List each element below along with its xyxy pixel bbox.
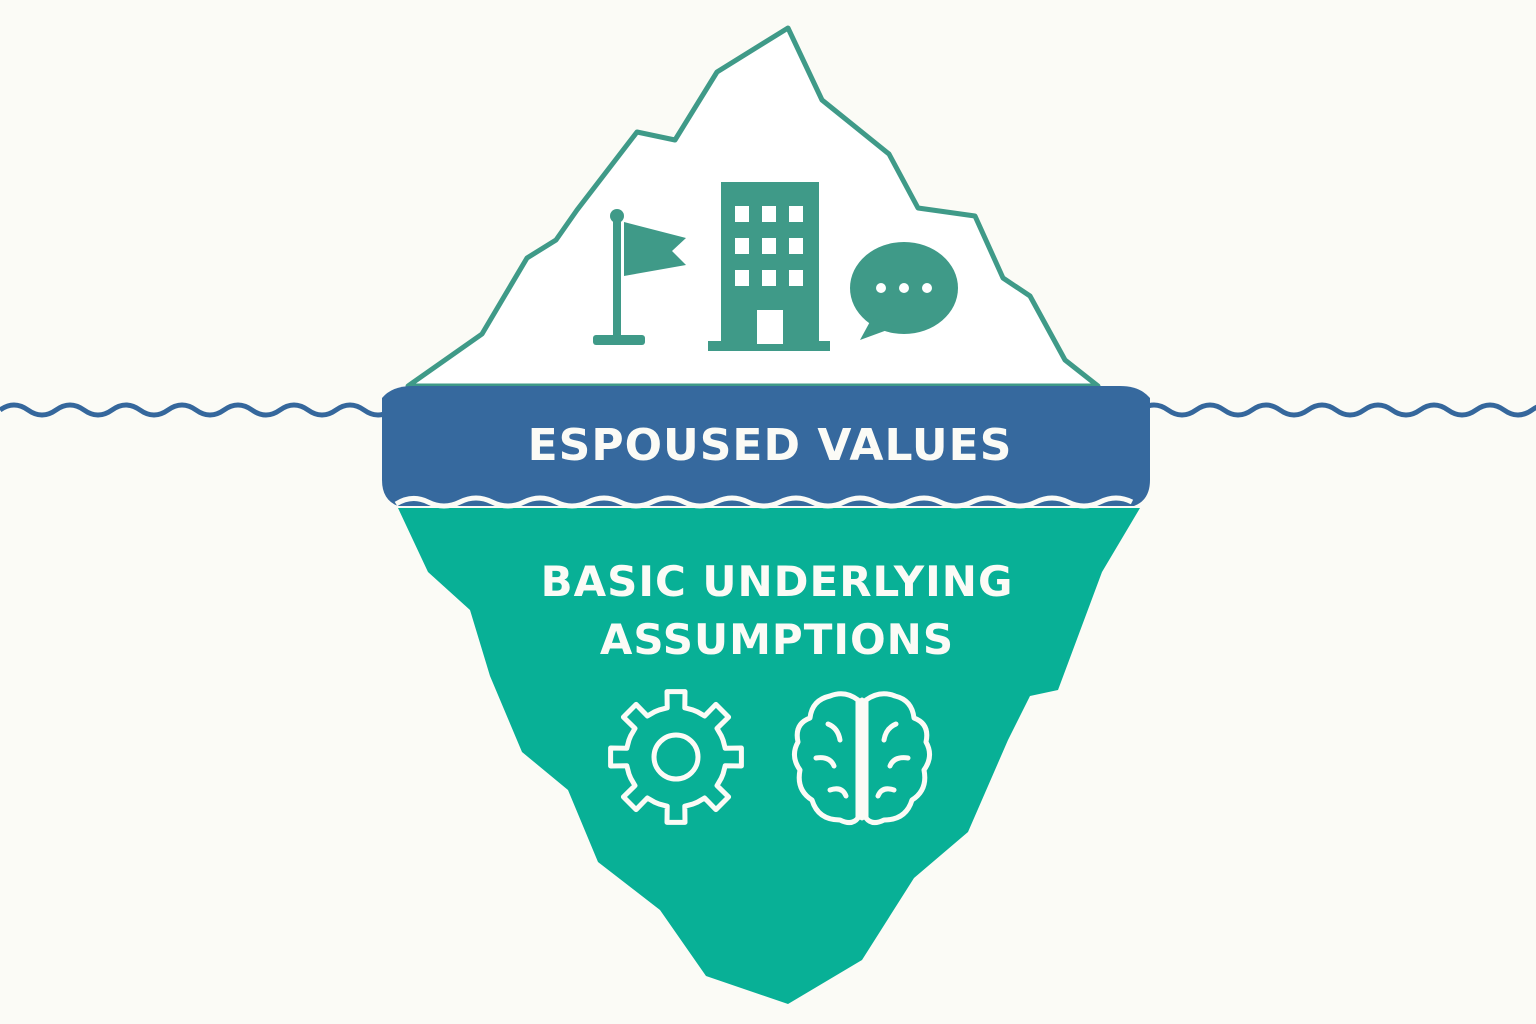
office-building-icon xyxy=(708,182,830,351)
gear-icon xyxy=(608,689,744,825)
iceberg-submerged xyxy=(398,508,1140,1004)
assumptions-label-line2: ASSUMPTIONS xyxy=(600,615,954,664)
speech-bubble-icon xyxy=(850,242,958,340)
water-line-right xyxy=(1138,402,1536,418)
espoused-values-label: ESPOUSED VALUES xyxy=(528,420,1013,471)
flag-icon xyxy=(593,209,686,345)
assumptions-label-line1: BASIC UNDERLYING xyxy=(541,557,1014,606)
water-line-left xyxy=(0,402,394,418)
wave-separator xyxy=(394,495,1134,509)
brain-icon xyxy=(792,691,932,826)
espoused-values-band xyxy=(382,386,1150,506)
